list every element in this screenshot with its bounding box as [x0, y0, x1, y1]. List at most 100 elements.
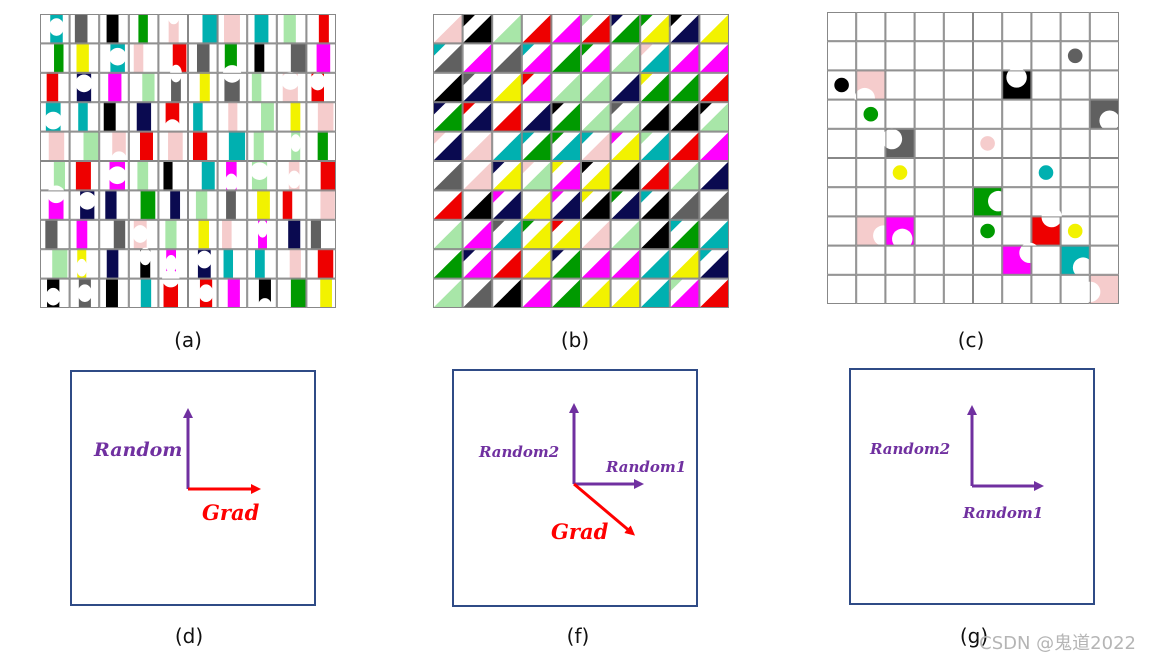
- mosaic-cell: [69, 102, 100, 132]
- mosaic-cell: [462, 72, 493, 103]
- mosaic-cell: [1060, 216, 1090, 246]
- mosaic-cell: [854, 70, 886, 109]
- mosaic-cell: [128, 278, 159, 308]
- mosaic-cell: [69, 190, 100, 220]
- mosaic-cell: [640, 102, 670, 132]
- mosaic-cell: [276, 190, 307, 220]
- mosaic-cell: [973, 274, 1003, 304]
- axes-g: Random2 Random1: [869, 405, 1044, 522]
- mosaic-cell: [128, 190, 159, 220]
- mosaic-cell: [69, 43, 100, 73]
- mosaic-c-image: [827, 12, 1119, 304]
- mosaic-cell: [640, 131, 670, 161]
- mosaic-cell: [699, 72, 729, 103]
- mosaic-cell: [885, 158, 915, 188]
- mosaic-cell: [610, 219, 641, 250]
- mosaic-cell: [521, 102, 552, 132]
- mosaic-cell: [856, 216, 894, 246]
- mosaic-cell: [158, 190, 189, 220]
- mosaic-cell: [885, 99, 915, 129]
- mosaic-cell: [551, 219, 582, 250]
- mosaic-cell: [69, 131, 100, 161]
- mosaic-cell: [306, 72, 336, 103]
- mosaic-cell: [1002, 274, 1032, 304]
- mosaic-cell: [669, 14, 700, 44]
- mosaic-cell: [492, 190, 522, 220]
- mosaic-cell: [1089, 41, 1119, 71]
- mosaic-cell: [885, 274, 915, 304]
- mosaic-cell: [581, 161, 611, 191]
- mosaic-cell: [827, 99, 857, 129]
- mosaic-cell: [640, 14, 670, 44]
- mosaic-cell: [521, 131, 552, 161]
- mosaic-cell: [856, 245, 886, 275]
- mosaic-cell: [492, 102, 522, 132]
- mosaic-cell: [885, 216, 915, 250]
- random1-label: Random1: [605, 458, 686, 476]
- vector-diagram-g: Random2 Random1: [849, 368, 1095, 605]
- mosaic-cell: [827, 41, 857, 71]
- mosaic-cell: [914, 216, 944, 246]
- mosaic-cell: [306, 278, 336, 308]
- mosaic-cell: [827, 70, 857, 100]
- mosaic-cell: [128, 102, 159, 132]
- mosaic-cell: [973, 12, 1003, 42]
- mosaic-cell: [973, 70, 1003, 100]
- mosaic-cell: [1031, 41, 1061, 71]
- mosaic-cell: [128, 247, 159, 279]
- mosaic-cell: [669, 72, 700, 103]
- mosaic-cell: [247, 14, 277, 44]
- mosaic-cell: [128, 131, 159, 161]
- mosaic-cell: [158, 161, 189, 191]
- mosaic-cell: [492, 43, 522, 73]
- mosaic-cell: [914, 158, 944, 188]
- mosaic-cell: [69, 72, 100, 103]
- mosaic-cell: [188, 43, 218, 73]
- mosaic-cell: [1089, 216, 1119, 246]
- mosaic-cell: [640, 219, 670, 250]
- mosaic-cell: [973, 187, 1009, 217]
- mosaic-cell: [40, 185, 70, 220]
- mosaic-cell: [433, 14, 463, 44]
- mosaic-cell: [1089, 128, 1119, 159]
- mosaic-cell: [492, 72, 522, 103]
- random2-label: Random2: [478, 443, 559, 461]
- mosaic-cell: [217, 161, 248, 192]
- mosaic-cell: [40, 278, 70, 308]
- mosaic-cell: [1031, 206, 1062, 246]
- mosaic-cell: [247, 161, 277, 191]
- mosaic-cell: [188, 190, 218, 220]
- mosaic-cell: [581, 14, 611, 44]
- mosaic-cell: [1002, 187, 1032, 217]
- mosaic-cell: [99, 219, 129, 250]
- vector-diagram-f: Random2 Random1 Grad: [452, 369, 698, 607]
- mosaic-cell: [433, 278, 463, 308]
- mosaic-cell: [158, 14, 189, 44]
- mosaic-cell: [699, 102, 729, 132]
- mosaic-cell: [699, 14, 729, 44]
- mosaic-cell: [1089, 12, 1119, 42]
- mosaic-cell: [640, 72, 670, 103]
- mosaic-cell: [433, 190, 463, 220]
- mosaic-cell: [827, 216, 857, 246]
- mosaic-cell: [40, 219, 70, 250]
- mosaic-cell: [1031, 70, 1061, 100]
- mosaic-cell: [1060, 12, 1090, 42]
- mosaic-cell: [581, 249, 611, 279]
- mosaic-cell: [885, 187, 915, 217]
- mosaic-cell: [581, 219, 611, 250]
- mosaic-cell: [188, 131, 218, 161]
- mosaic-cell: [581, 43, 611, 73]
- mosaic-cell: [1089, 245, 1119, 275]
- mosaic-cell: [462, 131, 493, 161]
- mosaic-cell: [492, 14, 522, 44]
- mosaic-cell: [521, 219, 552, 250]
- mosaic-cell: [521, 72, 552, 103]
- mosaic-cell: [521, 190, 552, 220]
- mosaic-cell: [699, 43, 729, 73]
- mosaic-cell: [885, 12, 915, 42]
- mosaic-cell: [551, 190, 582, 220]
- mosaic-cell: [1060, 245, 1094, 278]
- mosaic-cell: [610, 72, 641, 103]
- mosaic-cell: [610, 131, 641, 161]
